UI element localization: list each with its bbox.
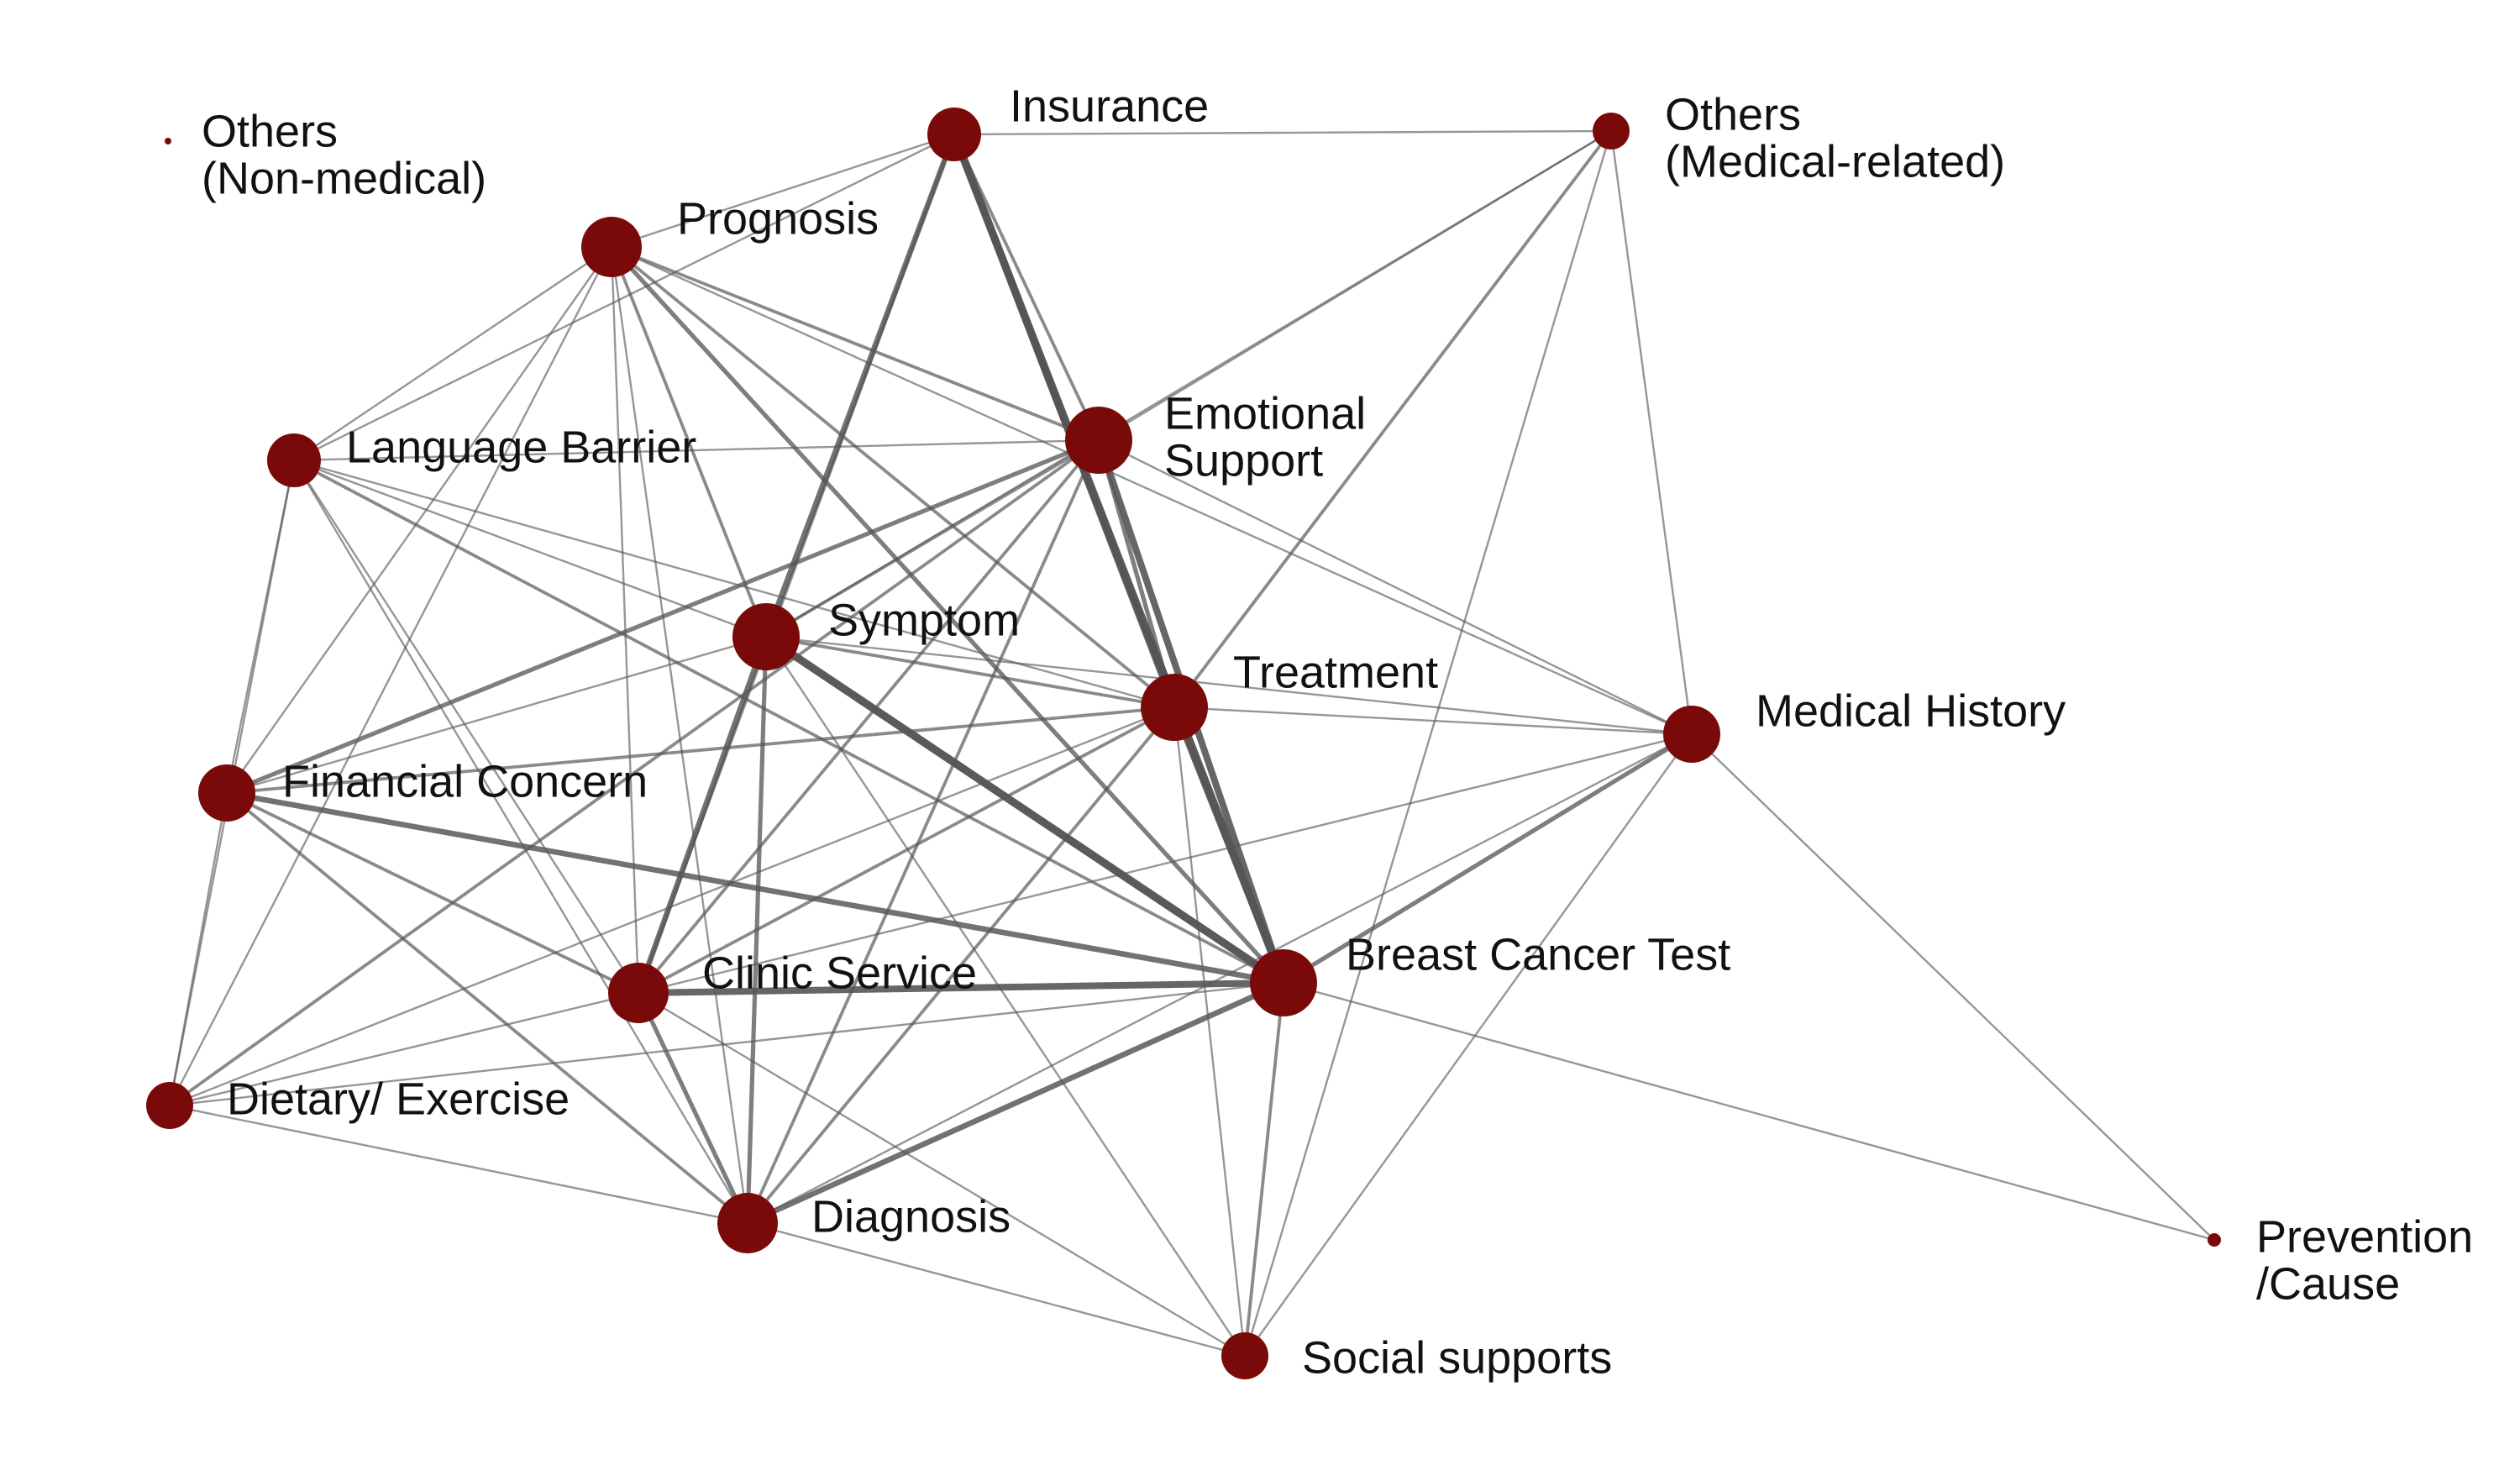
edge-insurance-emotional_support	[953, 133, 1100, 442]
edge-treatment-social_supports	[1173, 706, 1247, 1358]
edge-diagnosis-dietary_exercise	[168, 1104, 749, 1225]
edge-symptom-treatment	[764, 635, 1176, 709]
edge-others_medical_related-medical_history	[1609, 129, 1693, 736]
node-label-dietary-exercise: Dietary/ Exercise	[227, 1074, 570, 1124]
edge-symptom-medical_history	[764, 635, 1693, 736]
edge-language_barrier-clinic_service	[292, 459, 640, 995]
edge-symptom-clinic_service	[635, 633, 769, 996]
node-medical-history	[1663, 706, 1720, 763]
node-label-diagnosis: Diagnosis	[811, 1191, 1011, 1242]
edge-language_barrier-diagnosis	[292, 459, 749, 1225]
edge-emotional_support-medical_history	[1097, 439, 1693, 736]
edge-clinic_service-social_supports	[637, 991, 1247, 1358]
edges-layer	[168, 129, 2216, 1358]
edge-prognosis-diagnosis	[610, 245, 749, 1225]
edge-insurance-others_medical_related	[953, 129, 1613, 136]
edge-medical_history-prevention_cause	[1690, 733, 2216, 1242]
node-label-prevention-cause-line-2: /Cause	[2256, 1258, 2400, 1309]
node-social-supports	[1221, 1332, 1268, 1379]
node-label-others-medical-related-line-1: Others	[1665, 89, 1801, 139]
node-treatment	[1141, 674, 1208, 741]
edge-prognosis-treatment	[610, 245, 1176, 709]
node-symptom	[732, 603, 800, 670]
node-label-others-non-medical-line-1: Others	[202, 106, 338, 156]
node-label-clinic-service: Clinic Service	[702, 948, 977, 998]
node-label-emotional-support-line-2: Support	[1164, 435, 1323, 486]
edge-prognosis-medical_history	[610, 245, 1693, 736]
edge-prognosis-dietary_exercise	[168, 245, 613, 1107]
edge-symptom-social_supports	[764, 635, 1247, 1358]
edge-breast_cancer_test-prevention_cause	[1282, 981, 2216, 1242]
node-label-prognosis: Prognosis	[677, 193, 879, 244]
edge-breast_cancer_test-social_supports	[1243, 981, 1285, 1358]
edge-financial_concern-dietary_exercise	[168, 791, 228, 1107]
edge-financial_concern-clinic_service	[225, 791, 640, 995]
edge-emotional_support-financial_concern	[224, 438, 1101, 796]
edge-diagnosis-social_supports	[746, 1221, 1247, 1358]
node-dietary-exercise	[146, 1082, 193, 1129]
node-diagnosis	[717, 1193, 778, 1253]
edge-financial_concern-breast_cancer_test	[223, 790, 1287, 986]
node-insurance	[927, 108, 981, 161]
node-emotional-support	[1065, 407, 1132, 474]
edge-prognosis-financial_concern	[225, 245, 613, 795]
edge-language_barrier-treatment	[292, 459, 1176, 709]
node-prevention-cause	[2208, 1233, 2221, 1247]
node-label-financial-concern: Financial Concern	[282, 756, 648, 806]
node-financial-concern	[198, 764, 255, 822]
edge-insurance-prognosis	[610, 133, 956, 249]
node-breast-cancer-test	[1250, 949, 1317, 1016]
edge-emotional_support-symptom	[764, 439, 1100, 638]
edge-medical_history-breast_cancer_test	[1281, 732, 1694, 985]
edge-treatment-clinic_service	[637, 706, 1176, 995]
edge-symptom-financial_concern	[225, 635, 768, 795]
edge-emotional_support-dietary_exercise	[168, 439, 1100, 1107]
edge-prognosis-emotional_support	[610, 245, 1100, 442]
edge-others_medical_related-treatment	[1173, 129, 1613, 709]
edge-language_barrier-financial_concern	[225, 459, 296, 795]
node-label-emotional-support-line-1: Emotional	[1164, 388, 1366, 439]
node-label-breast-cancer-test: Breast Cancer Test	[1346, 929, 1730, 979]
edge-treatment-dietary_exercise	[168, 706, 1176, 1107]
node-label-others-medical-related-line-2: (Medical-related)	[1665, 136, 2005, 186]
edge-clinic_service-diagnosis	[636, 990, 750, 1226]
node-prognosis	[581, 217, 642, 277]
node-others-medical-related	[1593, 113, 1630, 150]
edge-language_barrier-symptom	[292, 459, 768, 638]
node-label-medical-history: Medical History	[1756, 685, 2066, 736]
edge-clinic_service-dietary_exercise	[168, 991, 640, 1107]
edge-treatment-diagnosis	[746, 706, 1176, 1225]
edge-medical_history-social_supports	[1243, 733, 1693, 1358]
edge-others_medical_related-social_supports	[1243, 129, 1613, 1358]
edge-language_barrier-breast_cancer_test	[292, 459, 1285, 985]
node-label-insurance: Insurance	[1010, 81, 1209, 131]
edge-financial_concern-diagnosis	[225, 791, 749, 1225]
edge-medical_history-diagnosis	[746, 733, 1693, 1225]
edge-breast_cancer_test-clinic_service	[635, 979, 1287, 996]
edge-emotional_support-language_barrier	[292, 439, 1100, 462]
node-language-barrier	[267, 433, 321, 487]
edge-treatment-medical_history	[1173, 706, 1693, 736]
node-clinic-service	[608, 963, 669, 1023]
edge-emotional_support-clinic_service	[637, 439, 1100, 995]
node-label-prevention-cause-line-1: Prevention	[2256, 1211, 2473, 1262]
edge-insurance-language_barrier	[292, 133, 956, 462]
node-label-social-supports: Social supports	[1302, 1332, 1612, 1383]
edge-treatment-financial_concern	[225, 706, 1176, 795]
edge-prognosis-symptom	[610, 245, 768, 638]
edge-breast_cancer_test-diagnosis	[744, 979, 1287, 1226]
node-label-language-barrier: Language Barrier	[346, 422, 696, 472]
node-label-symptom: Symptom	[828, 595, 1020, 645]
node-label-treatment: Treatment	[1233, 647, 1438, 697]
edge-treatment-breast_cancer_test	[1171, 704, 1287, 986]
node-label-others-non-medical-line-2: (Non-medical)	[202, 153, 486, 203]
edge-prognosis-language_barrier	[292, 245, 613, 462]
edge-medical_history-clinic_service	[637, 733, 1693, 995]
node-others-non-medical	[165, 138, 171, 144]
edge-prognosis-breast_cancer_test	[609, 244, 1286, 985]
nodes-layer	[146, 108, 2221, 1379]
edge-breast_cancer_test-dietary_exercise	[168, 981, 1285, 1107]
